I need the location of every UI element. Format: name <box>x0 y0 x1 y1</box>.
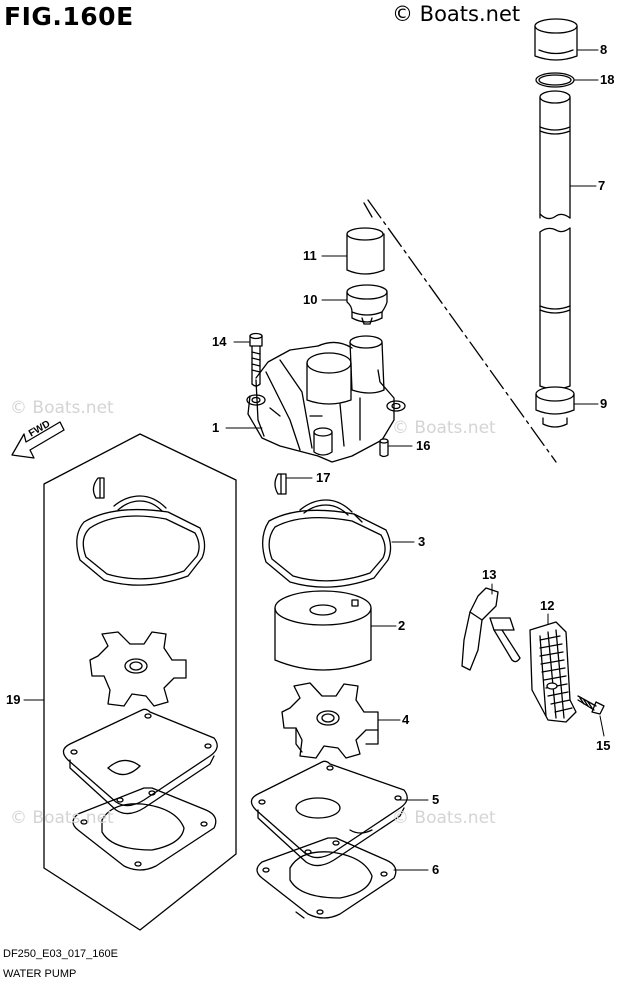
part-13-bracket <box>461 587 521 671</box>
part-label-19: 19 <box>6 692 21 707</box>
part-16-pin <box>379 438 389 458</box>
part-label-7: 7 <box>598 178 606 193</box>
part-label-12: 12 <box>540 598 555 613</box>
watermark-faint: © Boats.net <box>392 418 496 438</box>
part-label-2: 2 <box>398 618 406 633</box>
drawing-code: DF250_E03_017_160E <box>3 948 118 960</box>
part-8-bushing <box>534 18 578 61</box>
part-label-8: 8 <box>600 42 608 57</box>
figure-title: FIG.160E <box>4 2 134 31</box>
part-label-14: 14 <box>212 334 227 349</box>
fwd-arrow <box>11 421 65 459</box>
part-label-9: 9 <box>600 396 608 411</box>
leader-lines <box>23 49 605 871</box>
part-11-sleeve <box>346 227 385 275</box>
part-label-13: 13 <box>482 567 497 582</box>
part-label-15: 15 <box>596 738 611 753</box>
part-label-4: 4 <box>402 712 410 727</box>
kit-gasket <box>76 495 206 586</box>
part-label-16: 16 <box>416 438 431 453</box>
part-label-6: 6 <box>432 862 440 877</box>
part-1-pump-case <box>246 335 406 463</box>
part-19-kit-box <box>43 433 237 931</box>
part-label-17: 17 <box>316 470 331 485</box>
part-15-screw <box>577 695 605 715</box>
kit-key <box>92 477 105 499</box>
part-label-11: 11 <box>303 248 317 263</box>
part-label-10: 10 <box>303 292 318 307</box>
kit-plate <box>62 708 218 815</box>
part-7-water-tube <box>539 90 571 390</box>
assembly-line-end <box>363 202 373 218</box>
figure-subtitle: WATER PUMP <box>3 968 77 980</box>
part-10-guide <box>346 284 388 325</box>
watermark-faint: © Boats.net <box>10 398 114 418</box>
part-9-grommet <box>535 386 575 428</box>
watermark-faint: © Boats.net <box>392 808 496 828</box>
part-18-o-ring <box>535 72 575 88</box>
part-label-1: 1 <box>212 420 220 435</box>
part-6-gasket <box>256 837 397 919</box>
part-label-3: 3 <box>418 534 426 549</box>
part-label-5: 5 <box>432 792 440 807</box>
assembly-line <box>367 199 557 463</box>
kit-lower-gasket <box>72 787 217 871</box>
part-17-key <box>274 473 287 495</box>
part-label-18: 18 <box>600 72 615 87</box>
part-14-bolt <box>249 332 263 387</box>
part-5-plate <box>250 760 408 867</box>
part-2-liner <box>274 590 372 671</box>
part-4-impeller <box>281 682 379 759</box>
watermark-faint: © Boats.net <box>10 808 114 828</box>
watermark: © Boats.net <box>392 2 521 26</box>
kit-impeller <box>89 631 187 707</box>
part-12-cover <box>529 621 577 723</box>
part-3-gasket <box>262 499 392 588</box>
